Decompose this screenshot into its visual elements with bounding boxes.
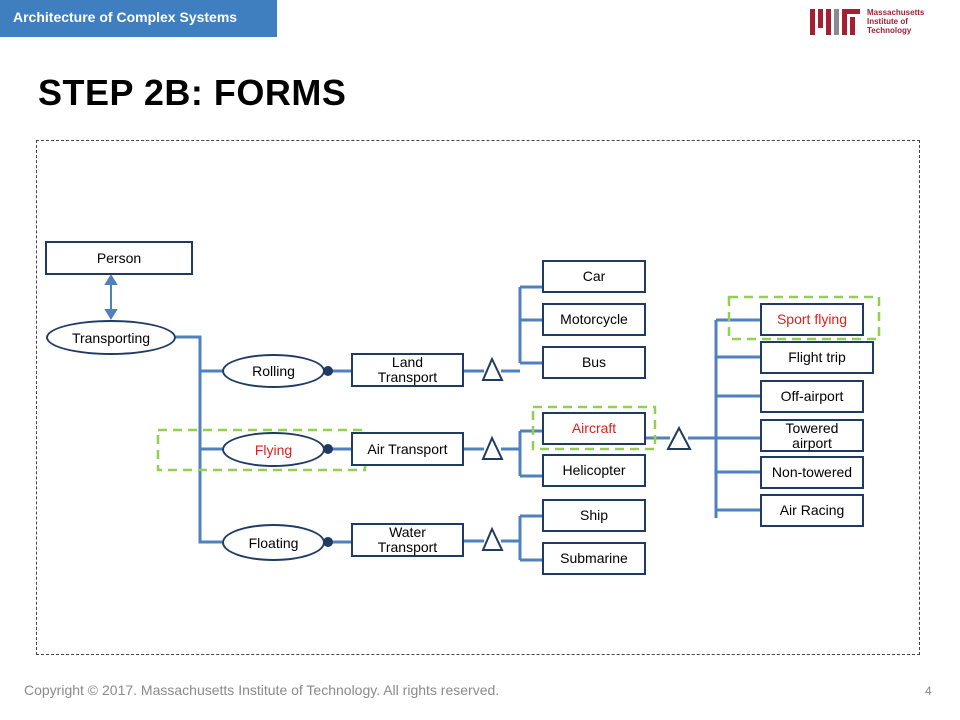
connector-dot (323, 444, 333, 454)
diagram-frame (36, 140, 920, 655)
course-title-tab: Architecture of Complex Systems (0, 0, 277, 37)
course-title: Architecture of Complex Systems (13, 9, 238, 25)
page-title: STEP 2B: FORMS (38, 72, 347, 113)
mit-logo-mark (810, 9, 860, 35)
node-motorcycle: Motorcycle (542, 303, 646, 336)
connector-dot (323, 537, 333, 547)
node-bus: Bus (542, 346, 646, 379)
mit-logo: Massachusetts Institute of Technology (810, 7, 950, 39)
specialization-triangle (481, 435, 504, 460)
mit-logo-text: Massachusetts Institute of Technology (867, 8, 925, 35)
highlight-aircraft (531, 405, 657, 451)
double-arrow (104, 274, 118, 320)
node-non-towered: Non-towered (760, 456, 864, 489)
node-submarine: Submarine (542, 542, 646, 575)
connector-dot (323, 366, 333, 376)
specialization-triangle (666, 425, 692, 450)
node-ship: Ship (542, 499, 646, 532)
node-flight-trip: Flight trip (760, 341, 874, 374)
node-air-racing: Air Racing (760, 494, 864, 527)
node-air-transport: Air Transport (351, 432, 464, 466)
node-land-transport: Land Transport (351, 353, 464, 387)
page-number: 4 (925, 684, 932, 698)
specialization-triangle (481, 526, 504, 551)
node-sport-flying: Sport flying (760, 303, 864, 336)
node-car: Car (542, 260, 646, 293)
footer-copyright: Copyright © 2017. Massachusetts Institut… (24, 682, 500, 698)
node-aircraft: Aircraft (542, 412, 646, 445)
node-person: Person (45, 241, 193, 275)
highlight-sport-flying (727, 295, 881, 341)
node-water-transport: Water Transport (351, 523, 464, 557)
node-helicopter: Helicopter (542, 454, 646, 487)
node-transporting: Transporting (46, 320, 176, 355)
connector-transporting (176, 335, 222, 544)
node-floating: Floating (222, 524, 325, 561)
node-flying: Flying (222, 432, 325, 467)
node-rolling: Rolling (222, 354, 325, 388)
specialization-triangle (481, 356, 504, 381)
node-off-airport: Off-airport (760, 380, 864, 413)
node-towered-airport: Towered airport (760, 419, 864, 452)
